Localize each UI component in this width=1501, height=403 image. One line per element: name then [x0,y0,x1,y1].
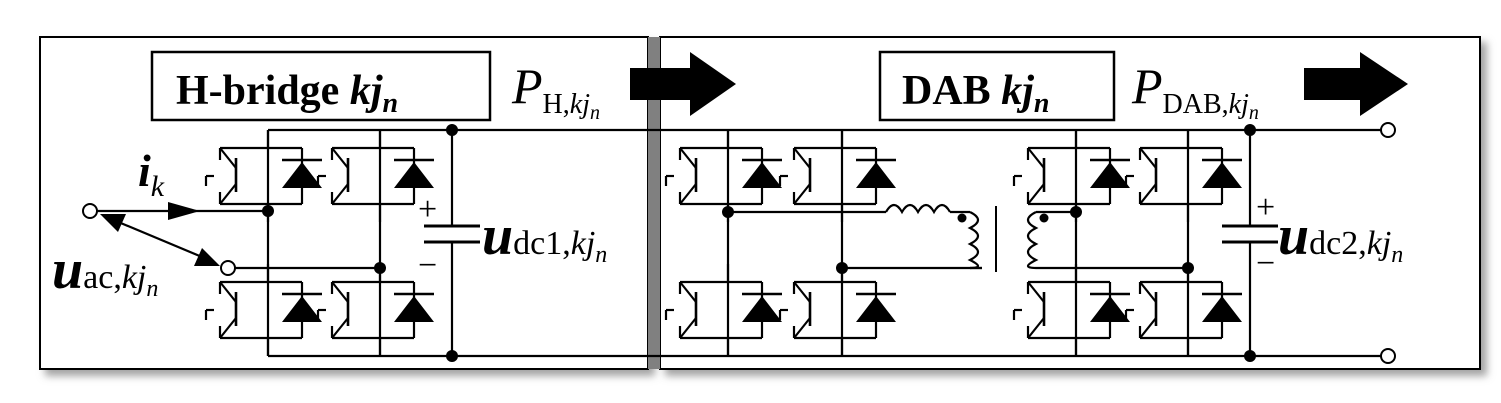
udc2-sub-var: kj [1367,225,1392,262]
p-dab-label: PDAB,kjn [1131,58,1259,124]
transformer-dot-primary [957,213,967,223]
p-dab-symbol: P [1131,58,1163,114]
transformer-dot-secondary [1039,213,1049,223]
uac-symbol: u [52,239,83,301]
p-dab-arrow [1304,52,1408,116]
current-sub: k [151,170,165,203]
current-arrow [168,202,200,220]
uac-label: uac,kjn [52,239,158,302]
junction-dot [446,124,458,136]
dab-title-var: kj [1001,68,1034,114]
udc1-label: udc1,kjn [482,205,607,268]
p-h-sub-var: kj [570,89,590,120]
p-dab-sub-n: n [1249,102,1259,124]
hbridge-title-sub: n [383,88,399,119]
dab-title: DAB kjn [902,68,1049,119]
current-label: ik [138,145,165,203]
p-h-label: PH,kjn [511,58,600,124]
junction-dot [1182,262,1194,274]
p-dab-sub-var: kj [1229,89,1249,120]
udc2-sub-n: n [1391,242,1403,268]
dc-output-terminal-2 [1380,348,1396,364]
junction-dot [1070,206,1082,218]
junction-dot [836,262,848,274]
uac-arrow-line [103,214,215,264]
hbridge-title-main: H-bridge [176,68,350,114]
udc1-plus: + [418,191,437,228]
junction-dot [374,262,386,274]
dc-output-terminal-1 [1380,122,1396,138]
uac-sub-n: n [146,276,158,302]
junction-dot [722,206,734,218]
junction-dot [446,350,458,362]
udc1-symbol: u [482,205,513,267]
ac-terminal-1 [82,203,98,219]
dab-title-sub: n [1034,88,1050,119]
block-divider [648,37,660,369]
p-h-symbol: P [511,58,543,114]
current-symbol: i [138,145,151,196]
junction-dot [1244,124,1256,136]
udc1-sub-var: kj [571,225,596,262]
ac-terminal-2 [220,260,236,276]
dab-title-box [878,50,1116,122]
hbridge-title: H-bridge kjn [176,68,398,119]
hbridge-title-box [150,50,492,122]
udc1-sub: dc1, [513,225,571,262]
hbridge-title-var: kj [350,68,383,114]
uac-arrow-head-1 [100,214,126,232]
udc2-symbol: u [1278,205,1309,267]
uac-sub: ac, [83,259,122,296]
uac-sub-var: kj [122,259,147,296]
uac-arrow-head-2 [194,248,220,266]
udc1-sub-n: n [595,242,607,268]
dab-title-main: DAB [902,68,1001,114]
udc2-sub: dc2, [1309,225,1367,262]
junction-dot [262,205,274,217]
p-h-arrow [630,52,736,116]
udc1-minus: − [418,247,437,284]
p-h-sub: H, [543,89,570,120]
udc2-label: udc2,kjn [1278,205,1403,268]
p-dab-sub: DAB, [1163,89,1229,120]
dab-primary-circuit [726,128,1382,358]
udc2-minus: − [1256,245,1275,282]
p-h-sub-n: n [590,102,600,124]
junction-dot [1244,350,1256,362]
udc2-plus: + [1256,189,1275,226]
